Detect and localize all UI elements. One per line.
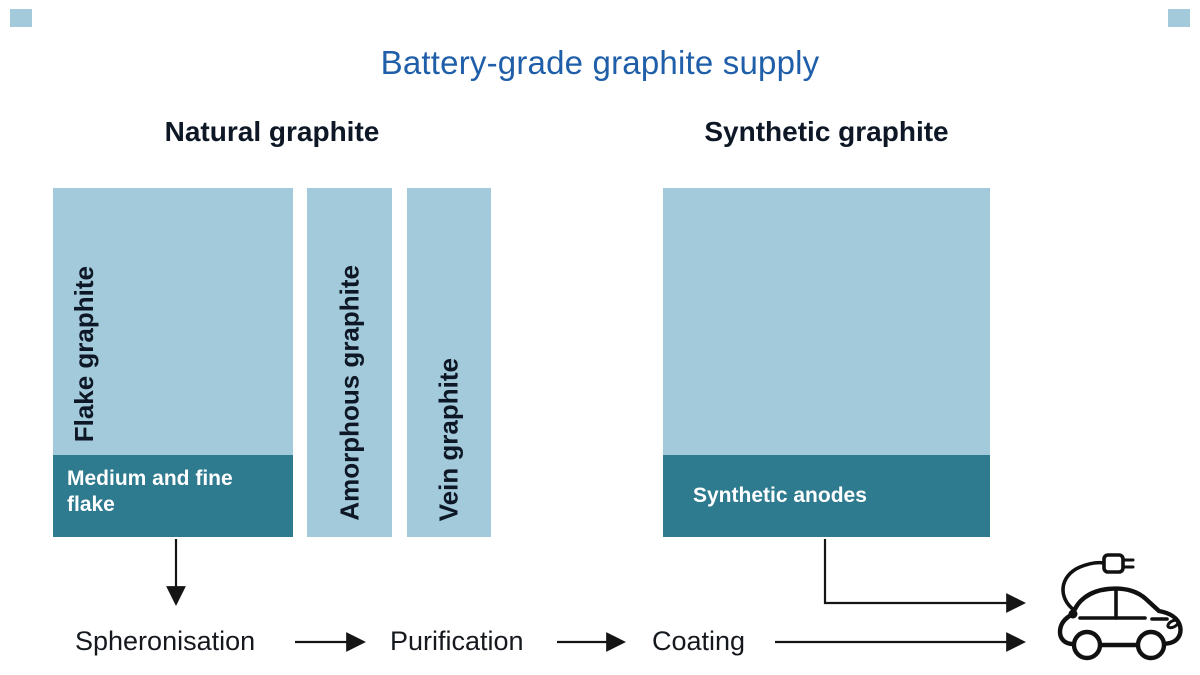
ev-car-charging-icon	[1057, 553, 1183, 661]
vein-graphite-box: Vein graphite	[407, 188, 491, 537]
synthetic-anodes-band: Synthetic anodes	[663, 455, 990, 537]
flow-step-spheronisation: Spheronisation	[75, 626, 256, 656]
synthetic-graphite-box	[663, 188, 990, 455]
flow-step-coating: Coating	[652, 626, 746, 656]
corner-accent-right	[1168, 9, 1190, 27]
synthetic-graphite-heading: Synthetic graphite	[704, 116, 949, 147]
flake-graphite-label: Flake graphite	[69, 265, 99, 442]
flake-graphite-box: Flake graphite	[53, 188, 293, 455]
vein-graphite-label: Vein graphite	[433, 357, 464, 521]
corner-accent-left	[10, 9, 32, 27]
flow-step-purification: Purification	[390, 626, 524, 656]
natural-graphite-heading: Natural graphite	[164, 116, 380, 147]
medium-fine-flake-label: Medium and fine flake	[67, 467, 233, 516]
synthetic-anodes-label: Synthetic anodes	[693, 484, 867, 507]
page-title: Battery-grade graphite supply	[380, 44, 820, 81]
amorphous-graphite-box: Amorphous graphite	[307, 188, 392, 537]
medium-fine-flake-band: Medium and fine flake	[53, 455, 293, 537]
amorphous-graphite-label: Amorphous graphite	[334, 265, 364, 521]
arrow-synthetic-anodes-to-car	[823, 539, 1026, 613]
